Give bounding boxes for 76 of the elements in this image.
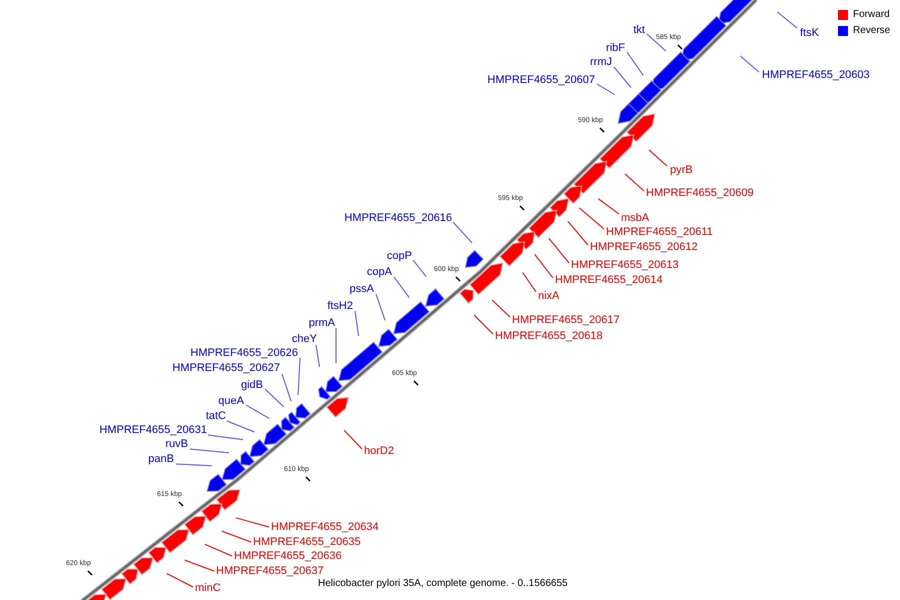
leader-line: [376, 294, 386, 321]
gene-label: HMPREF4655_20613: [571, 259, 679, 271]
leader-line: [246, 404, 270, 419]
leader-line: [646, 34, 666, 52]
gene-label: gidB: [240, 379, 263, 391]
gene-label: tkt: [633, 24, 645, 36]
leader-line: [567, 220, 588, 246]
leader-line: [176, 464, 212, 466]
gene-label: tatC: [206, 410, 226, 422]
gene-label: copP: [386, 250, 412, 262]
gene-label: HMPREF4655_20614: [555, 274, 663, 286]
gene-label: ftsK: [800, 27, 819, 39]
gene-label: HMPREF4655_20609: [646, 187, 754, 199]
gene-label: HMPREF4655_20612: [590, 241, 698, 253]
caption: Helicobacter pylori 35A, complete genome. - 0..1566655: [318, 578, 568, 590]
leader-line: [298, 358, 300, 396]
gene-label: prmA: [308, 317, 335, 329]
leader-line: [204, 544, 232, 556]
leader-line: [548, 238, 570, 264]
gene-label: HMPREF4655_20618: [495, 330, 603, 342]
gene-label: HMPREF4655_20626: [190, 347, 298, 359]
leader-line: [226, 420, 255, 432]
gene-label: HMPREF4655_20611: [606, 226, 713, 238]
gene-label: ftsH2: [327, 300, 353, 312]
gene-label: msbA: [621, 212, 650, 224]
gene-label: ribF: [606, 42, 625, 54]
gene-label: HMPREF4655_20631: [99, 424, 207, 436]
leader-line: [578, 207, 604, 230]
leader-line: [522, 272, 536, 292]
gene-label: cheY: [292, 333, 317, 345]
leader-line: [190, 448, 230, 454]
gene-label: HMPREF4655_20616: [344, 212, 452, 224]
gene-label: pssA: [350, 283, 374, 295]
leader-line: [412, 260, 427, 278]
leader-line: [208, 434, 244, 440]
leader-line: [534, 254, 554, 278]
gene-label: nixA: [538, 290, 560, 302]
gene-label: HMPREF4655_20627: [172, 362, 280, 374]
gene-label: copA: [366, 266, 392, 278]
leader-line: [776, 11, 798, 28]
leader-line: [166, 572, 194, 588]
leader-line: [624, 174, 644, 192]
leader-line: [648, 150, 668, 166]
gene-label: HMPREF4655_20636: [234, 550, 342, 562]
leader-line: [614, 66, 632, 88]
leader-line: [264, 388, 284, 408]
gene-label: ruvB: [165, 438, 188, 450]
gene-label: HMPREF4655_20635: [253, 536, 361, 548]
leader-line: [626, 52, 644, 76]
gene-label: HMPREF4655_20637: [216, 565, 324, 577]
gene-label: pyrB: [670, 164, 693, 176]
leader-line: [282, 374, 292, 402]
gene-label: HMPREF4655_20607: [487, 74, 595, 86]
leader-line: [235, 517, 270, 528]
leader-line: [394, 276, 410, 298]
leader-line: [740, 56, 760, 72]
gene-label: horD2: [364, 445, 394, 457]
gene-label: HMPREF4655_20634: [271, 521, 379, 533]
leader-line: [184, 560, 214, 572]
gene-label: minC: [195, 582, 221, 594]
legend-label: Reverse: [853, 25, 890, 37]
gene-label: HMPREF4655_20617: [512, 314, 620, 326]
leader-line: [598, 198, 620, 214]
gene-label: rrmJ: [590, 56, 612, 68]
leader-line: [492, 300, 510, 318]
leader-line: [344, 430, 362, 450]
leader-line: [221, 530, 252, 542]
leader-line: [474, 314, 494, 334]
leader-line: [354, 310, 360, 336]
gene-label: queA: [218, 395, 244, 407]
gene-label: HMPREF4655_20603: [762, 69, 870, 81]
gene-label: panB: [148, 453, 174, 465]
leader-line: [452, 222, 472, 244]
legend-label: Forward: [853, 9, 890, 21]
leader-line: [316, 344, 320, 368]
leader-line: [596, 84, 615, 95]
